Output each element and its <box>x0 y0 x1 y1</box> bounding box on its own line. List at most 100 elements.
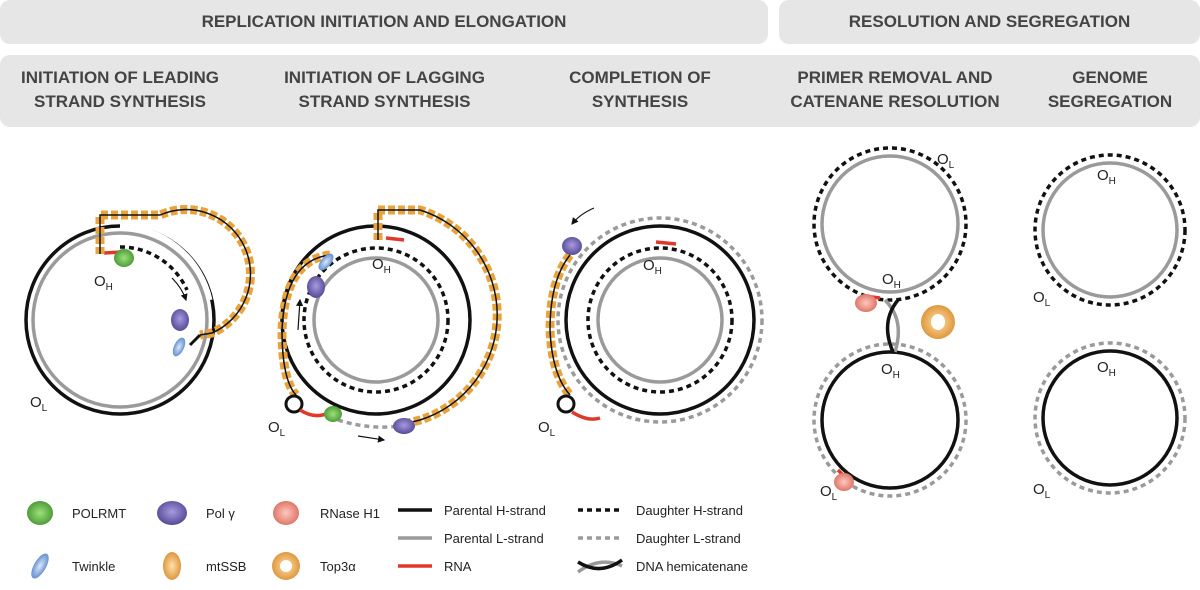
displaced-h-strand <box>99 208 252 336</box>
legend-label-rna: RNA <box>444 559 472 574</box>
dna-hemicatenane <box>885 298 900 353</box>
origin-sub: H <box>655 266 662 277</box>
top3a-center <box>280 560 292 572</box>
stage-title-line: COMPLETION OF <box>569 68 711 87</box>
origin-ol-label: OL <box>820 483 838 503</box>
polrmt-icon <box>27 501 53 525</box>
direction-arrow <box>357 435 386 443</box>
stage-title-line: CATENANE RESOLUTION <box>790 92 1000 111</box>
legend-label-twinkle: Twinkle <box>72 559 115 574</box>
origin-oh-label: OH <box>643 257 662 277</box>
stage-title-line: SYNTHESIS <box>591 92 689 111</box>
legend-label-polrmt: POLRMT <box>72 506 126 521</box>
origin-ol-label: OL <box>30 394 48 414</box>
daughter-l-strand <box>556 216 764 424</box>
panel-primer-removal: OL OH OH OL <box>812 146 968 503</box>
legend-label-rnase-h1: RNase H1 <box>320 506 380 521</box>
top3a-icon <box>272 552 300 580</box>
pol-gamma-icon <box>307 276 325 298</box>
legend-label-mtssb: mtSSB <box>206 559 246 574</box>
origin-main: O <box>1033 481 1045 498</box>
origin-main: O <box>643 257 655 274</box>
origin-ol-label: OL <box>1033 481 1051 501</box>
stage-title-primer-removal: PRIMER REMOVAL AND CATENANE RESOLUTION <box>780 66 1010 114</box>
origin-sub: H <box>893 370 900 381</box>
stage-title-line: STRAND SYNTHESIS <box>34 92 206 111</box>
stage-bar <box>0 55 1200 127</box>
stage-title-line: SEGREGATION <box>1047 92 1173 111</box>
ol-stem-loop <box>284 394 304 414</box>
rnase-h1-icon <box>834 473 854 491</box>
legend: POLRMT Pol γ RNase H1 Twinkle mtSSB Top3… <box>27 501 748 580</box>
stage-title-lagging: INITIATION OF LAGGING STRAND SYNTHESIS <box>262 66 507 114</box>
origin-sub: L <box>280 428 286 439</box>
phase-title-replication: REPLICATION INITIATION AND ELONGATION <box>201 12 567 31</box>
stage-title-line: GENOME <box>1072 68 1148 87</box>
panel-completion: OH O L <box>538 207 764 439</box>
origin-main: O <box>372 256 384 273</box>
direction-arrow <box>171 277 188 302</box>
origin-oh-label: OH <box>881 361 900 381</box>
parental-h-strand <box>1041 349 1179 487</box>
rna-primer <box>385 236 405 242</box>
daughter-h-strand <box>119 245 189 291</box>
daughter-l-strand <box>337 418 401 429</box>
origin-main: O <box>94 273 106 290</box>
top3a-center <box>931 314 945 330</box>
legend-label-hemicatenane: DNA hemicatenane <box>636 559 748 574</box>
stage-title-completion: COMPLETION OF SYNTHESIS <box>540 66 740 114</box>
parental-h-strand <box>280 224 472 416</box>
daughter-h-strand <box>586 246 734 394</box>
daughter-h-strand <box>812 146 968 302</box>
panel-lagging-strand: OH OL <box>268 205 502 443</box>
phase-title-resolution: RESOLUTION AND SEGREGATION <box>848 12 1131 31</box>
rnase-h1-icon <box>273 501 299 525</box>
origin-main: O <box>881 361 893 378</box>
stage-title-segregation: GENOME SEGREGATION <box>1020 66 1200 114</box>
pol-gamma-icon <box>562 237 582 255</box>
displaced-region-mask <box>119 223 213 301</box>
origin-main: O <box>1033 289 1045 306</box>
origin-oh-label: OH <box>94 273 113 293</box>
legend-label-parental-l: Parental L-strand <box>444 531 544 546</box>
daughter-l-strand <box>812 342 968 498</box>
parental-l-strand <box>820 154 960 294</box>
daughter-h-strand <box>302 246 450 394</box>
twinkle-icon <box>318 253 334 271</box>
legend-swatch-hemicatenane <box>577 558 624 571</box>
rna-primer <box>655 240 677 246</box>
origin-sub: L <box>550 428 556 439</box>
legend-label-top3a: Top3α <box>320 559 356 574</box>
h-strand-junction <box>188 333 202 347</box>
twinkle-icon <box>31 553 49 579</box>
mtssb-icon <box>163 552 181 580</box>
ol-rna-primer <box>571 410 601 421</box>
origin-main: O <box>882 271 894 288</box>
origin-sub: H <box>894 280 901 291</box>
origin-oh-label: OH <box>1097 359 1116 379</box>
parental-l-strand <box>31 231 209 409</box>
stage-title-line: STRAND SYNTHESIS <box>298 92 471 111</box>
legend-label-pol-gamma: Pol γ <box>206 506 235 521</box>
origin-ol-label: OL <box>937 151 955 171</box>
pol-gamma-icon <box>393 418 415 434</box>
origin-main: O <box>820 483 832 500</box>
parental-h-strand <box>820 350 960 490</box>
stage-title-line: INITIATION OF LAGGING <box>284 68 485 87</box>
phase-bar-replication: REPLICATION INITIATION AND ELONGATION <box>0 0 768 44</box>
origin-oh-label: OH <box>882 271 901 291</box>
origin-sub: L <box>832 492 838 503</box>
origin-sub: L <box>42 403 48 414</box>
polrmt-icon <box>114 249 134 267</box>
origin-main: O <box>1097 167 1109 184</box>
legend-label-daughter-h: Daughter H-strand <box>636 503 743 518</box>
parental-l-strand <box>596 256 724 384</box>
parental-l-strand <box>1041 161 1179 299</box>
parental-l-strand <box>312 256 440 384</box>
origin-sub: L <box>1045 298 1051 309</box>
panel-leading-strand: OH OL <box>24 205 255 416</box>
origin-sub: L <box>949 160 955 171</box>
origin-main: O <box>937 151 949 168</box>
daughter-h-strand <box>1033 153 1187 307</box>
displaced-l-region <box>281 254 331 396</box>
